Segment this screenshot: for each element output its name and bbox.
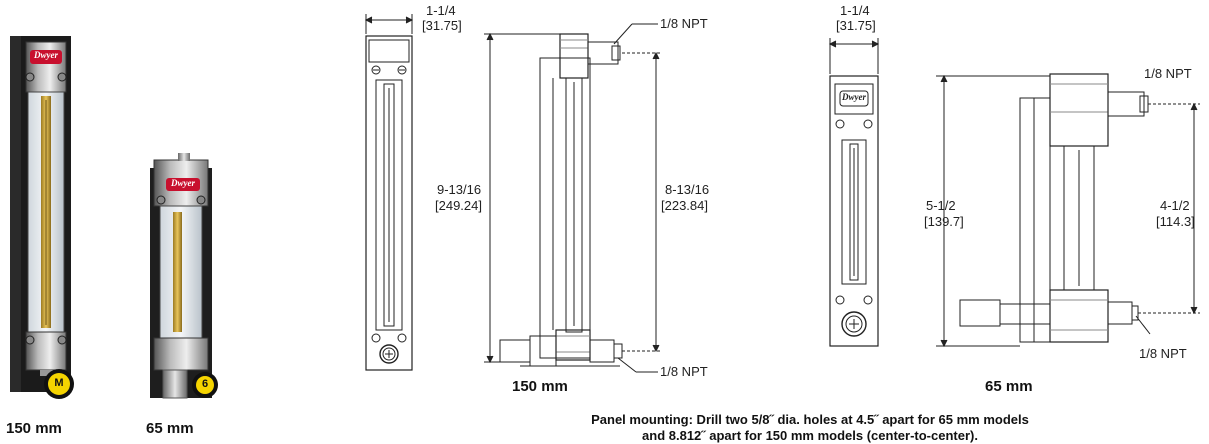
- dim-150-overall-mm: [249.24]: [435, 198, 482, 213]
- dim-150-npt-top: 1/8 NPT: [660, 16, 708, 31]
- photo-150-knob-label: M: [54, 377, 64, 389]
- dim-65-center-mm: [114.3]: [1156, 214, 1195, 229]
- panel-mounting-note-line1: Panel mounting: Drill two 5/8˝ dia. hole…: [591, 412, 1029, 427]
- dim-150-npt-bottom: 1/8 NPT: [660, 364, 708, 379]
- dim-65-overall-in: 5-1/2: [926, 198, 956, 213]
- dim-65-center-in: 4-1/2: [1160, 198, 1190, 213]
- photo-65-brand: Dwyer: [171, 178, 195, 188]
- drawing-caption-65mm: 65 mm: [985, 378, 1033, 395]
- photo-150mm-flowmeter: [10, 36, 74, 399]
- dim-150-width-in: 1-1/4: [426, 3, 456, 18]
- dim-65-overall-mm: [139.7]: [924, 214, 964, 229]
- drawing-65-front-view: [829, 75, 879, 347]
- dim-65-width-in: 1-1/4: [840, 3, 870, 18]
- dim-150-width-mm: [31.75]: [422, 18, 462, 33]
- photo-65mm-flowmeter: [150, 153, 218, 399]
- dim-65-width-mm: [31.75]: [836, 18, 876, 33]
- drawing-65-center-dimension: [1135, 102, 1200, 335]
- drawing-150-width-dimension: [364, 14, 414, 34]
- drawing-150-center-dimension: [613, 23, 662, 373]
- drawing-65-brand: Dwyer: [842, 92, 866, 102]
- photo-caption-65mm: 65 mm: [146, 420, 194, 437]
- drawing-150-section-view: [499, 33, 623, 367]
- dim-150-overall-in: 9-13/16: [437, 182, 482, 197]
- panel-mounting-note-line2: and 8.812˝ apart for 150 mm models (cent…: [642, 428, 978, 443]
- drawing-65-overall-dimension: [936, 74, 1050, 348]
- product-photos: [10, 36, 218, 399]
- drawing-caption-150mm: 150 mm: [512, 378, 568, 395]
- photo-65-knob-label: 6: [201, 378, 209, 390]
- dim-65-npt-top: 1/8 NPT: [1144, 66, 1192, 81]
- drawing-65-section-view: [959, 73, 1149, 343]
- dim-65-npt-bottom: 1/8 NPT: [1139, 346, 1187, 361]
- dim-150-center-mm: [223.84]: [661, 198, 708, 213]
- panel-mounting-note: Panel mounting: Drill two 5/8˝ dia. hole…: [500, 412, 1120, 444]
- drawing-150-front-view: [365, 35, 413, 371]
- photo-caption-150mm: 150 mm: [6, 420, 62, 437]
- drawing-65-width-dimension: [828, 38, 880, 74]
- photo-150-brand: Dwyer: [34, 50, 58, 60]
- drawing-150-overall-dimension: [484, 32, 560, 364]
- dim-150-center-in: 8-13/16: [665, 182, 710, 197]
